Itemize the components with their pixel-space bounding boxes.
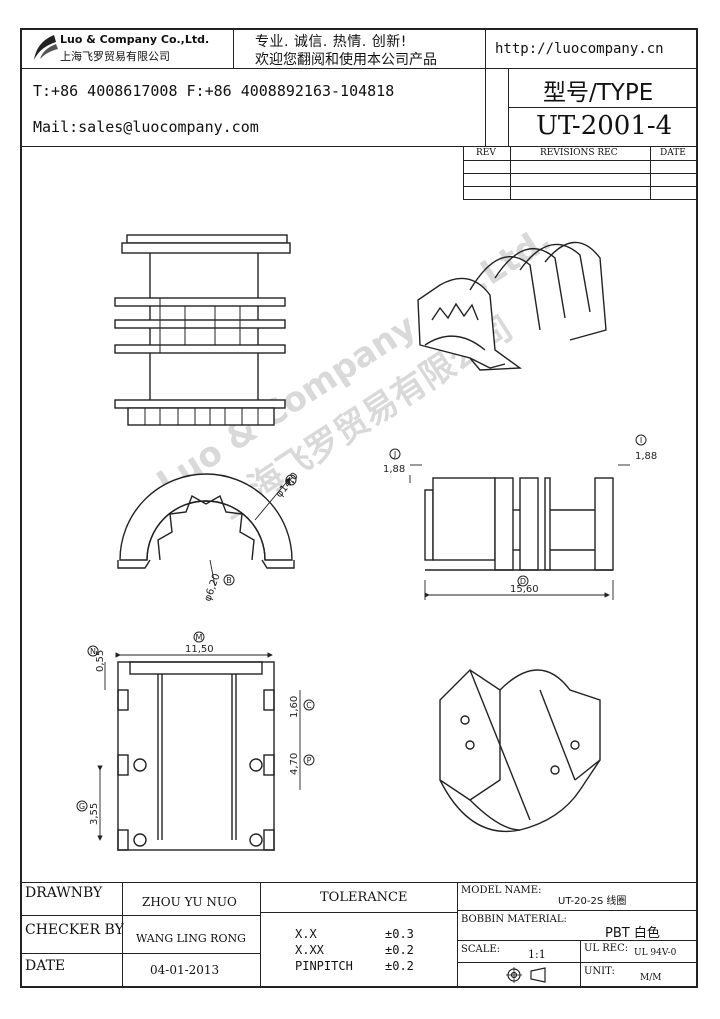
header-divider: [508, 107, 698, 108]
title-block-border: [457, 962, 698, 963]
title-block-border: [260, 882, 261, 988]
unit-label: UNIT:: [584, 966, 615, 977]
tol3-label: PINPITCH: [295, 959, 353, 973]
marker-c: C: [306, 701, 312, 710]
scale-value: 1:1: [528, 948, 546, 961]
unit-value: M/M: [640, 973, 662, 983]
revisions-border: [463, 160, 698, 161]
dim-160: 1,60: [289, 696, 300, 718]
revisions-border: [650, 146, 651, 199]
slogan-line1: 专业. 诚信. 热情. 创新!: [255, 34, 407, 50]
revisions-border: [463, 186, 698, 187]
title-block-border: [580, 940, 581, 988]
marker-m: M: [196, 633, 203, 642]
revisions-border: [463, 146, 464, 199]
revisions-border: [463, 173, 698, 174]
scale-label: SCALE:: [461, 944, 501, 955]
tol3-value: ±0.2: [385, 959, 414, 973]
date-value: 04-01-2013: [150, 963, 220, 977]
bottom-view: [97, 652, 301, 851]
drawnby-value: ZHOU YU NUO: [142, 895, 237, 909]
marker-i: I: [640, 436, 642, 445]
header-divider: [20, 146, 698, 147]
marker-b: B: [226, 576, 232, 585]
title-block-border: [122, 882, 123, 988]
title-block-border: [20, 915, 260, 916]
model-label: MODEL NAME:: [461, 885, 542, 896]
marker-p: P: [307, 756, 312, 765]
header-divider: [508, 68, 509, 146]
header-divider: [20, 68, 485, 69]
header-divider: [485, 28, 486, 146]
title-block-border: [457, 910, 698, 911]
type-value: UT-2001-4: [536, 111, 673, 141]
dim-188-right: 1,88: [635, 451, 657, 462]
model-value: UT-20-2S 线圈: [558, 896, 627, 907]
type-label: 型号/TYPE: [543, 80, 654, 106]
tol1-label: X.X: [295, 927, 317, 941]
marker-g: G: [79, 802, 85, 811]
ul-label: UL REC:: [584, 943, 629, 954]
date-label: DATE: [25, 958, 66, 974]
side-view: [114, 234, 291, 426]
drawing-frame: [20, 28, 698, 988]
title-block-border: [260, 912, 457, 913]
revisions-col-date: DATE: [660, 148, 686, 158]
header-divider: [233, 28, 234, 68]
website-link[interactable]: http://luocompany.cn: [495, 41, 664, 57]
material-value: PBT 白色: [605, 926, 660, 941]
isometric-view-top: [417, 241, 607, 371]
tolerance-label: TOLERANCE: [320, 890, 408, 905]
front-view: [409, 464, 630, 600]
revisions-border: [463, 199, 698, 200]
marker-j: J: [393, 450, 396, 459]
marker-d: D: [520, 577, 526, 586]
dim-470: 4,70: [289, 753, 300, 775]
title-block-border: [20, 882, 698, 883]
checker-label: CHECKER BY: [25, 922, 124, 938]
material-label: BOBBIN MATERIAL:: [461, 914, 567, 925]
dim-188-left: 1,88: [383, 464, 405, 475]
end-view: [117, 473, 295, 587]
projection-symbol-icon: [506, 967, 546, 983]
checker-value: WANG LING RONG: [136, 932, 246, 945]
dim-1150: 11,50: [185, 644, 214, 655]
dim-055: 0,55: [95, 650, 106, 672]
company-name-en: Luo & Company Co.,Ltd.: [60, 33, 210, 46]
dim-1560: 15,60: [510, 584, 539, 595]
phone-fax: T:+86 4008617008 F:+86 4008892163-104818: [33, 82, 395, 100]
title-block-border: [20, 953, 260, 954]
ul-value: UL 94V-0: [634, 948, 677, 958]
revisions-col-rec: REVISIONS REC: [540, 148, 618, 158]
slogan-line2: 欢迎您翻阅和使用本公司产品: [255, 52, 437, 68]
company-name-cn: 上海飞罗贸易有限公司: [60, 50, 170, 63]
dim-phi14: φ14,0: [274, 471, 301, 500]
dim-phi62: φ6,20: [202, 572, 222, 603]
company-logo-icon: [34, 35, 58, 60]
marker-k: K: [288, 476, 294, 485]
tol2-label: X.XX: [295, 943, 324, 957]
dim-355: 3,55: [89, 803, 100, 825]
marker-n: N: [90, 647, 96, 656]
revisions-border: [510, 146, 511, 199]
drawnby-label: DRAWNBY: [25, 885, 103, 901]
revisions-col-rev: REV: [476, 148, 496, 158]
tol2-value: ±0.2: [385, 943, 414, 957]
title-block-border: [457, 940, 698, 941]
isometric-view-bottom: [439, 669, 601, 833]
tol1-value: ±0.3: [385, 927, 414, 941]
header-divider: [485, 68, 698, 69]
mail-address[interactable]: Mail:sales@luocompany.com: [33, 118, 259, 136]
title-block-border: [457, 882, 458, 988]
